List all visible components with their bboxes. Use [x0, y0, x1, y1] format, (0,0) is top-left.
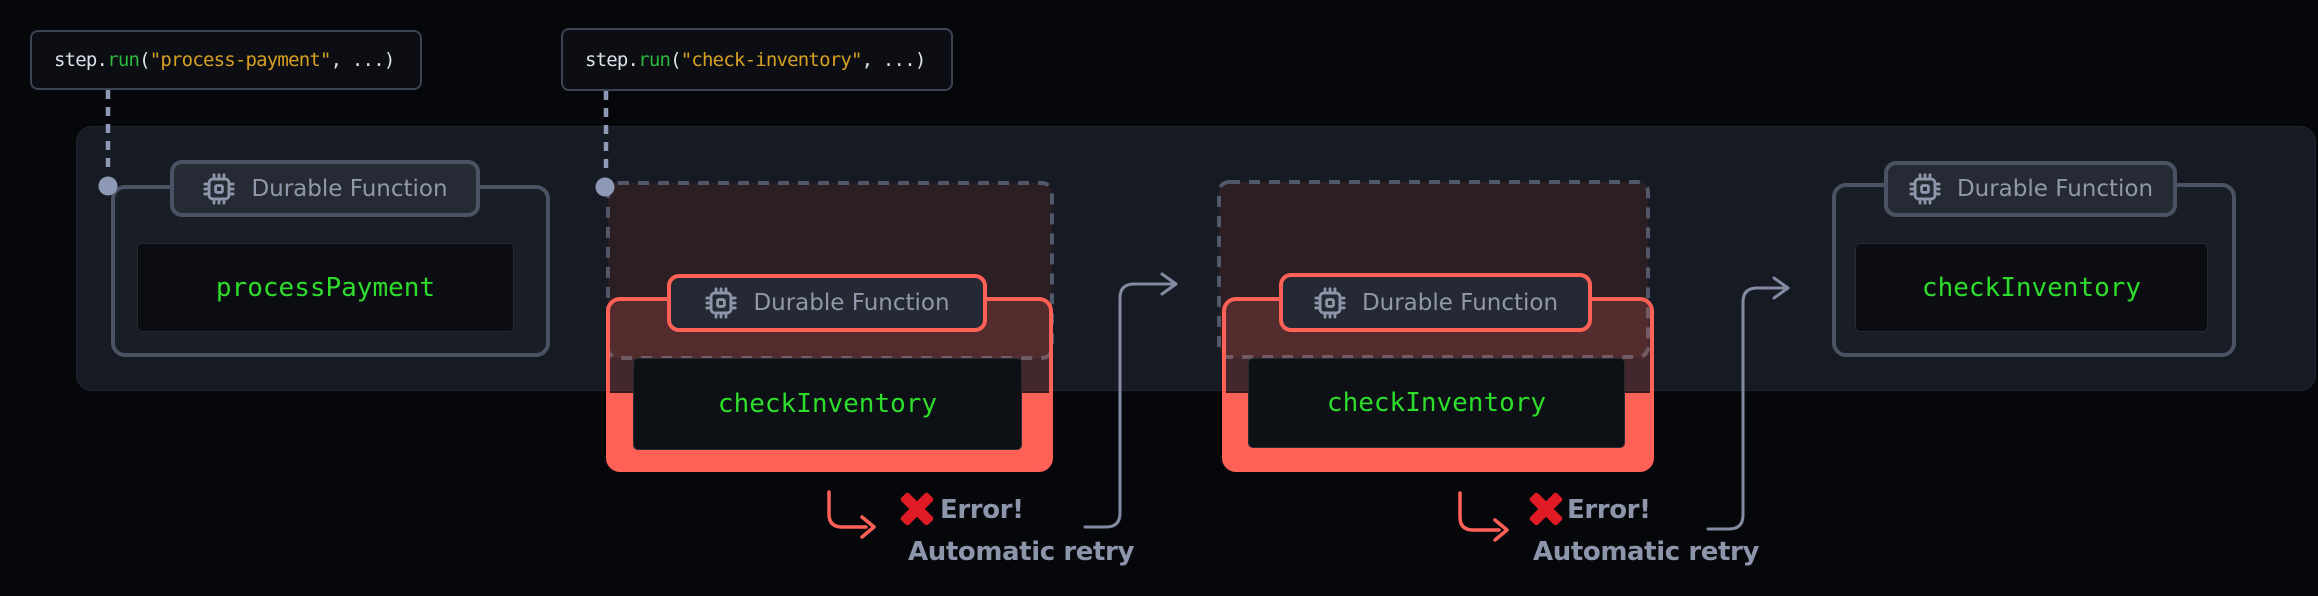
error-arrow-2: [1458, 491, 1501, 532]
code-open-paren: (: [139, 49, 150, 71]
code-fn: run: [638, 48, 671, 71]
code-close: , ...): [861, 48, 927, 71]
function-name-screen: checkInventory: [1855, 243, 2208, 332]
cpu-chip-icon: [1909, 173, 1941, 205]
code-open-paren: (: [670, 48, 681, 71]
code-chip-process-payment: step.run("process-payment", ...): [30, 30, 422, 90]
cpu-chip-icon: [203, 172, 236, 205]
code-string-arg: "process-payment": [149, 49, 332, 71]
error-arrow-1: [827, 490, 868, 529]
code-string-arg: "check-inventory": [680, 48, 863, 71]
durable-function-badge-2: Durable Function: [667, 274, 987, 332]
error-arrowhead-2: [1493, 518, 1509, 542]
durable-function-badge-3: Durable Function: [1279, 273, 1592, 332]
function-name: checkInventory: [1326, 388, 1547, 418]
cpu-chip-icon: [705, 287, 738, 319]
function-name-screen: processPayment: [137, 243, 514, 332]
code-prefix: step.: [585, 48, 639, 71]
durable-function-badge-1: Durable Function: [170, 160, 480, 217]
badge-label: Durable Function: [1361, 289, 1559, 316]
code-chip-check-inventory: step.run("check-inventory", ...): [561, 28, 953, 91]
badge-label: Durable Function: [753, 290, 950, 316]
function-name: checkInventory: [717, 389, 938, 419]
code-prefix: step.: [54, 49, 108, 71]
function-name-screen: checkInventory: [633, 358, 1022, 450]
badge-label: Durable Function: [1956, 176, 2154, 202]
automatic-retry-label: Automatic retry: [908, 537, 1135, 567]
error-label: Error!: [1567, 495, 1651, 525]
function-name: processPayment: [215, 272, 436, 303]
error-x-icon: [900, 492, 934, 526]
cpu-chip-icon: [1314, 286, 1346, 319]
badge-label: Durable Function: [251, 175, 448, 202]
code-close: , ...): [330, 49, 396, 71]
function-name: checkInventory: [1921, 272, 2142, 303]
code-fn: run: [107, 49, 140, 71]
error-arrowhead-1: [860, 515, 876, 539]
automatic-retry-label: Automatic retry: [1533, 537, 1760, 567]
error-label: Error!: [940, 495, 1024, 525]
function-name-screen: checkInventory: [1248, 358, 1625, 448]
error-x-icon: [1529, 492, 1563, 526]
durable-function-badge-4: Durable Function: [1884, 161, 2177, 217]
